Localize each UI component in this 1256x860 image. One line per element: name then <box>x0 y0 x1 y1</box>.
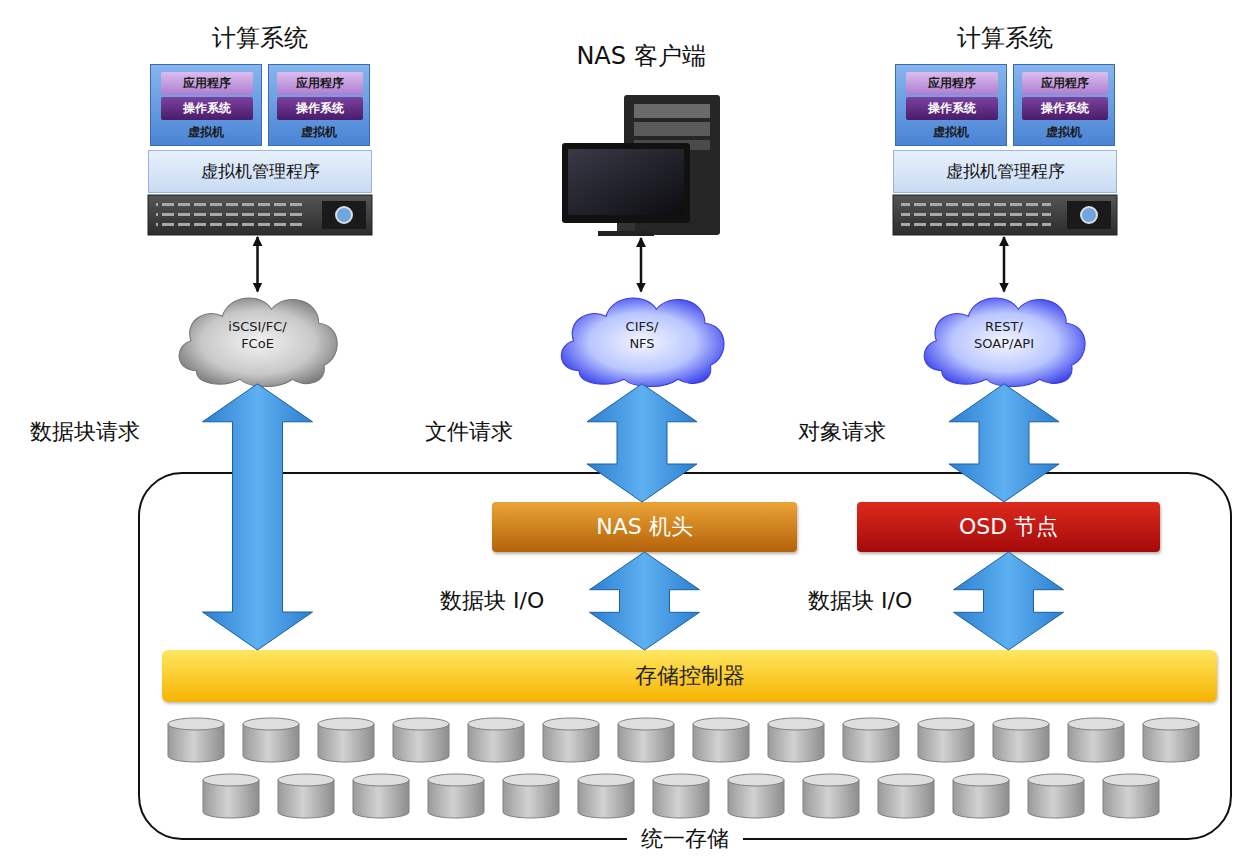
os-bar: 操作系统 <box>277 97 363 120</box>
request-arrow <box>590 552 700 650</box>
app-label: 应用程序 <box>183 75 231 92</box>
disk-top <box>353 774 409 786</box>
compute-system: 计算系统虚拟机应用程序操作系统虚拟机应用程序操作系统虚拟机管理程序 <box>148 62 372 235</box>
nas-head: NAS 机头 <box>492 502 797 552</box>
nas-head-label: NAS 机头 <box>596 512 692 542</box>
vm-label: 虚拟机 <box>151 124 261 141</box>
disk-top <box>1028 774 1084 786</box>
system-heading: 计算系统 <box>873 22 1137 54</box>
controller-label: 存储控制器 <box>635 661 745 691</box>
disk-top <box>803 774 859 786</box>
request-arrow <box>587 384 697 502</box>
link-arrow <box>640 238 643 292</box>
disk-top <box>543 718 599 730</box>
disk-top <box>728 774 784 786</box>
request-arrow <box>203 384 313 650</box>
disk-top <box>468 718 524 730</box>
disk-top <box>1103 774 1159 786</box>
protocol-label: REST/ SOAP/API <box>967 319 1041 352</box>
disk-top <box>953 774 1009 786</box>
storage-controller: 存储控制器 <box>162 650 1217 702</box>
cloud-outline <box>561 298 724 386</box>
link-arrow <box>256 237 259 292</box>
disk-top <box>618 718 674 730</box>
disk-top <box>918 718 974 730</box>
protocol-label: iSCSI/FC/ FCoE <box>223 319 293 352</box>
disk-top <box>243 718 299 730</box>
edge-label: 对象请求 <box>798 417 886 447</box>
os-label: 操作系统 <box>296 100 344 117</box>
os-label: 操作系统 <box>183 100 231 117</box>
disk-top <box>393 718 449 730</box>
osd-label: OSD 节点 <box>959 512 1058 542</box>
disk-top <box>878 774 934 786</box>
hypervisor-label: 虚拟机管理程序 <box>946 160 1065 183</box>
cloud-outline <box>179 298 337 386</box>
os-label: 操作系统 <box>1041 100 1089 117</box>
client-computer <box>562 95 720 236</box>
disk-top <box>993 718 1049 730</box>
vm-label: 虚拟机 <box>1014 124 1114 141</box>
disk-top <box>578 774 634 786</box>
app-label: 应用程序 <box>1041 75 1089 92</box>
protocol-label: CIFS/ NFS <box>620 319 664 352</box>
osd-node: OSD 节点 <box>857 502 1160 552</box>
disk-top <box>843 718 899 730</box>
vm-label: 虚拟机 <box>269 124 369 141</box>
disk-top <box>168 718 224 730</box>
app-bar: 应用程序 <box>277 72 363 95</box>
disk-top <box>203 774 259 786</box>
os-bar: 操作系统 <box>906 97 998 120</box>
vm-box: 虚拟机 应用程序操作系统 <box>895 64 1007 146</box>
hypervisor-band: 虚拟机管理程序 <box>893 150 1117 193</box>
disk-top <box>278 774 334 786</box>
app-label: 应用程序 <box>928 75 976 92</box>
disk-top <box>1068 718 1124 730</box>
disk-top <box>693 718 749 730</box>
server-chassis <box>893 195 1117 235</box>
nas-client: NAS 客户端 <box>552 40 730 236</box>
disk-top <box>318 718 374 730</box>
edge-label: 数据块 I/O <box>440 586 544 616</box>
disk-top <box>1143 718 1199 730</box>
edge-label: 数据块请求 <box>30 417 140 447</box>
disk-array <box>168 718 1199 818</box>
app-bar: 应用程序 <box>906 72 998 95</box>
network-cloud: CIFS/ NFS <box>552 283 732 388</box>
app-bar: 应用程序 <box>1022 72 1108 95</box>
request-arrow <box>954 552 1064 650</box>
system-heading: 计算系统 <box>128 22 392 54</box>
network-cloud: iSCSI/FC/ FCoE <box>170 283 345 388</box>
app-bar: 应用程序 <box>161 72 253 95</box>
disk-top <box>653 774 709 786</box>
disk-top <box>503 774 559 786</box>
app-label: 应用程序 <box>296 75 344 92</box>
compute-system: 计算系统虚拟机应用程序操作系统虚拟机应用程序操作系统虚拟机管理程序 <box>893 62 1117 235</box>
network-cloud: REST/ SOAP/API <box>915 283 1093 388</box>
os-bar: 操作系统 <box>1022 97 1108 120</box>
vm-box: 虚拟机 应用程序操作系统 <box>150 64 262 146</box>
request-arrow <box>949 384 1059 502</box>
unified-storage: 统一存储NAS 机头OSD 节点存储控制器 <box>138 472 1232 840</box>
storage-heading: 统一存储 <box>627 824 743 854</box>
disk-top <box>428 774 484 786</box>
hypervisor-band: 虚拟机管理程序 <box>148 150 372 193</box>
os-label: 操作系统 <box>928 100 976 117</box>
vm-box: 虚拟机 应用程序操作系统 <box>268 64 370 146</box>
server-chassis <box>148 195 372 235</box>
link-arrow <box>1003 237 1006 292</box>
hypervisor-label: 虚拟机管理程序 <box>201 160 320 183</box>
client-heading: NAS 客户端 <box>522 40 760 72</box>
vm-box: 虚拟机 应用程序操作系统 <box>1013 64 1115 146</box>
os-bar: 操作系统 <box>161 97 253 120</box>
disk-top <box>768 718 824 730</box>
edge-label: 文件请求 <box>425 417 513 447</box>
vm-label: 虚拟机 <box>896 124 1006 141</box>
cloud-outline <box>924 298 1085 386</box>
edge-label: 数据块 I/O <box>808 586 912 616</box>
